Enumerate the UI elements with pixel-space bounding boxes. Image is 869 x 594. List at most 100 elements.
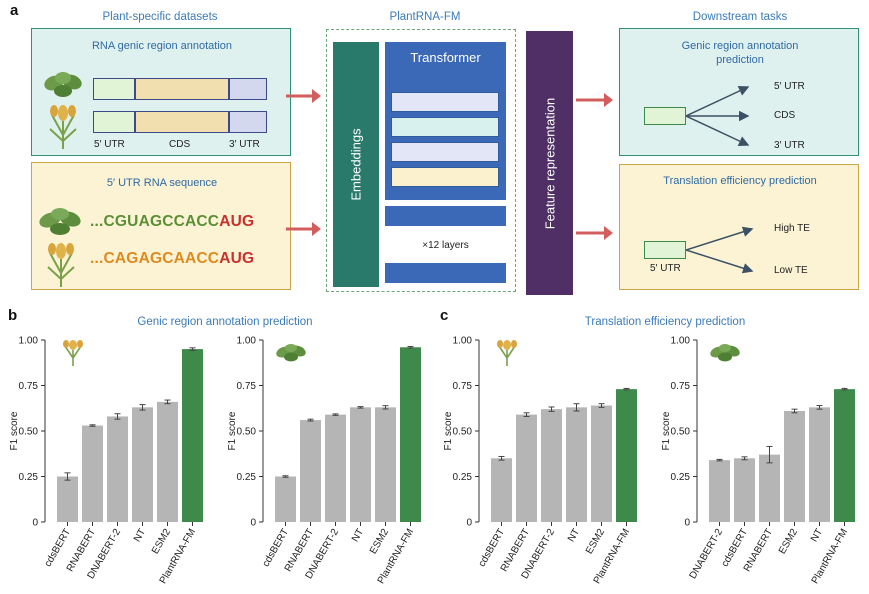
y-tick-label: 0.50 [237,427,257,438]
x-tick-label: ESM2 [584,527,607,556]
y-tick-label: 1.00 [453,336,473,347]
branch-arrows [686,226,754,274]
bar [516,414,537,522]
bar [734,458,755,522]
bar [107,416,128,522]
panel-c-title: Translation efficiency prediction [584,316,746,328]
y-tick-label: 1.00 [19,336,39,347]
task2-input-label: 5′ UTR [650,263,681,274]
sequence-1-start-codon: AUG [219,213,255,230]
bar [182,349,203,522]
header-datasets: Plant-specific datasets [102,11,218,23]
header-model: PlantRNA-FM [389,11,461,23]
y-axis-label: F1 score [443,411,454,450]
transformer-label: Transformer [410,50,481,65]
bar [325,414,346,522]
bar [616,389,637,522]
arabidopsis-icon [710,344,740,362]
task1-input-bar [644,107,686,125]
bar [132,407,153,522]
arabidopsis-icon [39,208,81,235]
bar [300,420,321,522]
x-tick-label: NT [350,527,366,544]
utr-box-title: 5′ UTR RNA sequence [106,177,218,189]
label-utr5: 5′ UTR [94,139,125,150]
bar [375,407,396,522]
panel-label-a: a [10,2,19,19]
sequence-2: ...CAGAGCAACCAUG [90,250,254,268]
embeddings-block: Embeddings [333,42,379,287]
x-tick-label: NT [809,527,825,544]
y-tick-label: 0.75 [19,381,39,392]
task2-title: Translation efficiency prediction [663,175,817,187]
arrow-right-icon [286,89,321,103]
gene-bar-1-utr5 [93,78,135,100]
task1-output-utr3: 3′ UTR [774,140,805,151]
gene-bar-1-utr3 [229,78,267,100]
bar [834,389,855,522]
bar [591,405,612,522]
label-cds: CDS [169,139,191,150]
task2-output-high: High TE [774,223,810,234]
task1-title: Genic region annotation prediction [681,40,799,66]
annotation-dataset-box: RNA genic region annotation 5′ UTR CDS 3… [31,28,291,156]
bar [759,454,780,522]
arabidopsis-icon [44,72,82,97]
layer-token-2 [391,117,499,137]
x-tick-label: NT [132,527,148,544]
y-tick-label: 0.50 [19,427,39,438]
y-tick-label: 1.00 [671,336,691,347]
y-tick-label: 0.50 [671,427,691,438]
task2-input-bar [644,241,686,259]
bar [82,425,103,522]
sequence-1: ...CGUAGCCACCAUG [90,213,254,231]
bar [400,347,421,522]
x-tick-label: ESM2 [150,527,173,556]
feature-representation-block: Feature representation [526,31,573,295]
rice-icon [47,243,75,287]
task-te-box: Translation efficiency prediction 5′ UTR… [619,164,859,290]
sequence-2-start-codon: AUG [219,250,255,267]
x-tick-label: NT [566,527,582,544]
y-tick-label: 0 [32,518,38,529]
model-container: Embeddings Transformer ×12 layers [326,29,516,292]
y-tick-label: 1.00 [237,336,257,347]
bar [709,460,730,522]
y-tick-label: 0.75 [237,381,257,392]
panel-label-b: b [8,307,18,324]
y-axis-label: F1 score [9,411,20,450]
y-tick-label: 0.50 [453,427,473,438]
arabidopsis-icon [276,344,306,362]
bar [809,407,830,522]
y-axis-label: F1 score [661,411,672,450]
y-tick-label: 0.25 [671,472,691,483]
layer-token-3 [391,142,499,162]
y-tick-label: 0.25 [19,472,39,483]
bar [784,410,805,522]
rice-icon [497,340,517,366]
transformer-layer-bar [385,263,506,283]
arrow-right-icon [286,222,321,236]
gene-bar-2-cds [135,111,229,133]
embeddings-label: Embeddings [348,128,364,201]
y-tick-label: 0 [250,518,256,529]
task2-output-low: Low TE [774,265,808,276]
annotation-box-title: RNA genic region annotation [91,40,233,52]
utr-sequence-box: 5′ UTR RNA sequence ...CGUAGCCACCAUG ...… [31,162,291,290]
y-tick-label: 0 [466,518,472,529]
gene-bar-2-utr5 [93,111,135,133]
sequence-1-prefix: ...CGUAGCCACC [90,213,220,230]
x-tick-label: ESM2 [777,527,800,556]
y-axis-label: F1 score [227,411,238,450]
rice-icon [63,340,83,366]
sequence-2-prefix: ...CAGAGCAACC [90,250,220,267]
label-utr3: 3′ UTR [229,139,260,150]
arrow-right-icon [576,226,613,240]
bar [541,409,562,522]
header-tasks: Downstream tasks [692,11,788,23]
bar [275,476,296,522]
gene-bar-2-utr3 [229,111,267,133]
